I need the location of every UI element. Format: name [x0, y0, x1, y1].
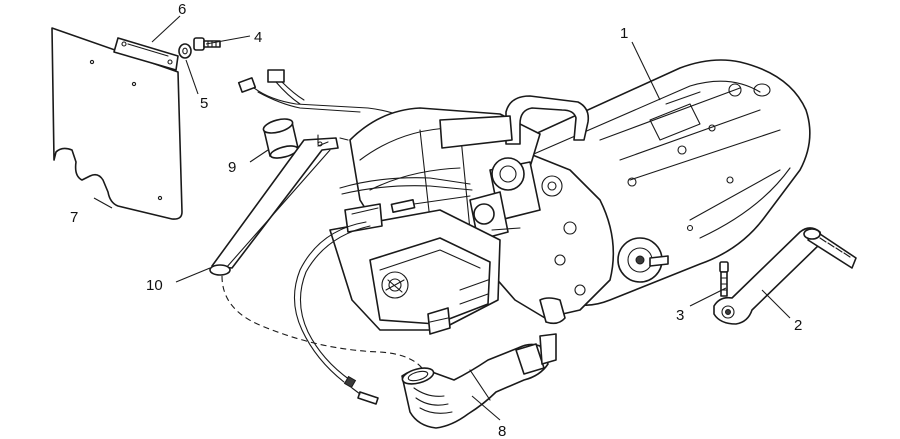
callout-6: 6: [178, 1, 186, 18]
control-cable: [293, 221, 379, 405]
callout-9: 9: [228, 159, 236, 176]
part-7-cover-plate: [51, 27, 183, 220]
leader-lines: [93, 15, 791, 421]
callout-10: 10: [146, 277, 163, 294]
part-1-engine-assembly: [329, 59, 811, 335]
callout-5: 5: [200, 95, 208, 112]
part-6-bracket: [113, 37, 179, 71]
callout-2: 2: [794, 317, 802, 334]
callout-4: 4: [254, 29, 262, 46]
part-8-intake-hose: [401, 333, 557, 429]
callout-7: 7: [70, 209, 78, 226]
part-10-breather-tube: [209, 134, 349, 276]
callout-1: 1: [620, 25, 628, 42]
hose-routing-path: [221, 275, 423, 369]
part-5-washer: [178, 43, 192, 59]
part-2-kick-lever: [713, 227, 857, 325]
callout-labels: 6 4 5 9 7 10 1 3 2 8: [70, 1, 802, 439]
callout-3: 3: [676, 307, 684, 324]
callout-8: 8: [498, 423, 506, 439]
carburetor: [469, 157, 541, 257]
